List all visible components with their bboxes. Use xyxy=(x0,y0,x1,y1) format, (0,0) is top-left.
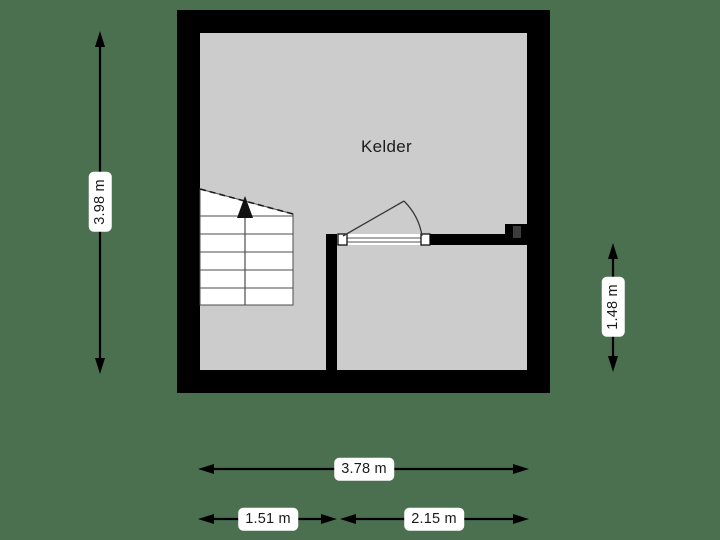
interior-partition-wall xyxy=(326,234,337,370)
floor-area-main xyxy=(200,33,527,370)
interior-wall-horizontal xyxy=(430,234,527,245)
dimension-label-bottom-left-segment: 1.51 m xyxy=(238,507,298,531)
dimension-label-right-vertical: 1.48 m xyxy=(601,277,625,337)
stair-up-arrow-icon xyxy=(237,196,253,218)
dimension-label-bottom-right-segment: 2.15 m xyxy=(404,507,464,531)
door-swing-arc xyxy=(403,200,423,237)
door-leaf xyxy=(342,200,405,237)
door-jamb-right xyxy=(420,233,431,246)
room-label-kelder: Kelder xyxy=(361,137,412,156)
wall-recess-marker-icon xyxy=(513,226,521,238)
dimension-label-bottom-total: 3.78 m xyxy=(334,457,394,481)
dimension-label-left-vertical: 3.98 m xyxy=(88,172,112,232)
staircase-cut-line xyxy=(199,188,294,215)
door-jamb-left xyxy=(337,233,348,246)
door-threshold xyxy=(338,234,430,245)
